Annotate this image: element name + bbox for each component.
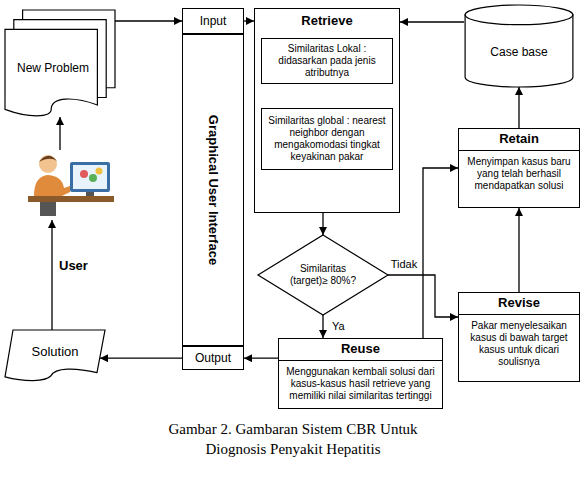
flow-arrow (244, 358, 278, 359)
box-text: Solution (32, 344, 79, 360)
box-text: Menggunakan kembali solusi dari kasus-ka… (283, 364, 438, 404)
box-text: Input (200, 14, 227, 28)
node-outline (5, 29, 97, 115)
box-text: Retrieve (301, 13, 352, 30)
box-text: Similaritas global : nearest neighbor de… (266, 115, 388, 163)
flow-arrow (400, 21, 464, 22)
input-box: Input (182, 8, 244, 34)
box-heading: Revise (459, 293, 579, 315)
reuse-box: ReuseMenggunakan kembali solusi dari kas… (278, 338, 443, 409)
node-outline (258, 235, 388, 315)
chair (40, 202, 56, 216)
flow-arrow (423, 168, 458, 338)
output-box: Output (182, 346, 244, 370)
solution-document: Solution (5, 330, 105, 382)
flow-line (51, 220, 52, 330)
monitor-screen (73, 165, 107, 189)
screen-dot (96, 168, 103, 175)
figure-caption: Gambar 2. Gambaran Sistem CBR Untuk Diog… (153, 420, 433, 459)
flow-line (59, 117, 60, 150)
retrieve-box: RetrieveSimilaritas Lokal : didasarkan p… (254, 8, 400, 213)
box-heading: Retain (459, 129, 579, 151)
process-box: Similaritas Lokal : didasarkan pada jeni… (261, 38, 393, 84)
flow-arrow (322, 315, 323, 338)
node-outline (465, 5, 573, 25)
flow-arrow (518, 208, 519, 292)
desk (28, 196, 114, 202)
box-text: Similaritas Lokal : didasarkan pada jeni… (266, 43, 388, 79)
screen-dot (80, 170, 88, 178)
node-outline (465, 15, 573, 87)
edge-label: Tidak (390, 258, 419, 271)
database-cylinder: Case base (464, 5, 574, 87)
process-box: Similaritas global : nearest neighbor de… (261, 108, 393, 170)
screen-dot (89, 174, 97, 182)
flow-arrow (322, 213, 323, 235)
box-text: Output (195, 351, 231, 365)
flow-arrow (244, 20, 254, 21)
flow-arrow (518, 87, 519, 128)
actor-label: User (58, 258, 89, 274)
box-text: Menyimpan kasus baru yang telah berhasil… (463, 154, 575, 194)
revise-box: RevisePakar menyelesaikan kasus di bawah… (458, 292, 580, 382)
problem-document: New Problem (5, 10, 115, 118)
flow-arrow (100, 358, 182, 359)
box-text: Pakar menyelesaikan kasus di bawah targe… (463, 318, 575, 370)
edge-label: Ya (331, 320, 346, 333)
node-outline (5, 330, 105, 381)
monitor (70, 162, 110, 192)
user-body (34, 175, 70, 196)
retain-box: RetainMenyimpan kasus baru yang telah be… (458, 128, 580, 208)
box-text: New Problem (17, 61, 89, 75)
user-hair (39, 156, 57, 162)
flow-arrow (115, 20, 182, 21)
user-head (39, 155, 57, 173)
box-text: Case base (490, 45, 547, 59)
box-heading: Reuse (279, 339, 442, 361)
box-text: Graphical User Interface (205, 115, 221, 265)
user-illustration (28, 155, 114, 216)
decision-diamond: Similaritas (target)≥ 80%? (258, 235, 388, 315)
box-text: Similaritas (target)≥ 80%? (283, 263, 363, 287)
gui-band: Graphical User Interface (182, 34, 244, 346)
monitor-stand (86, 192, 94, 196)
